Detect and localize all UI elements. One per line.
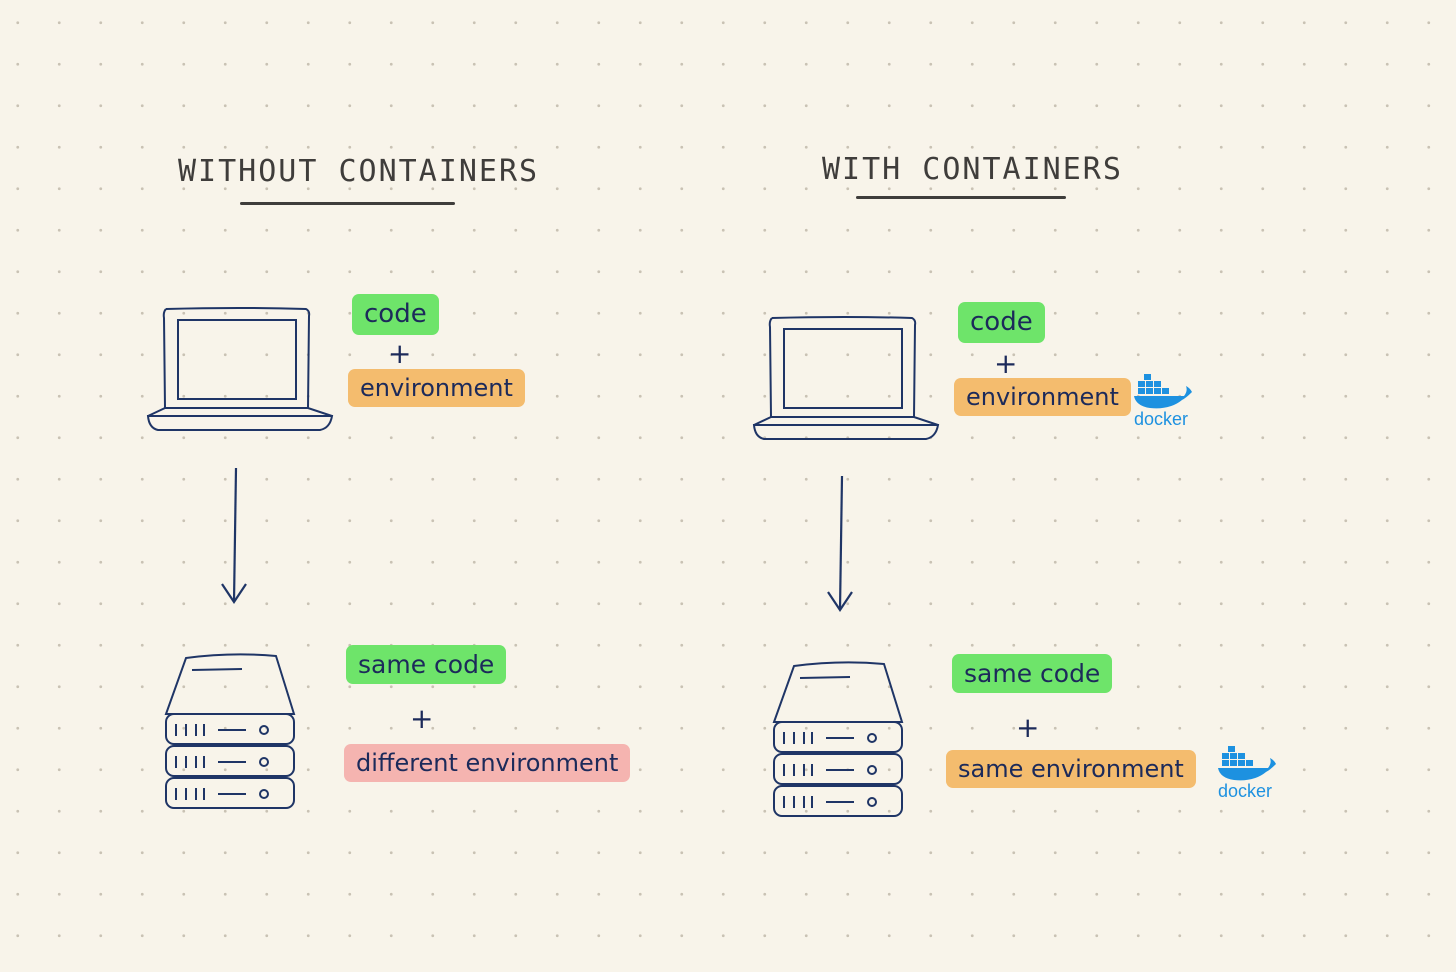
plus-sign: + (994, 347, 1018, 380)
with-containers-underline (856, 196, 1066, 199)
docker-logo-icon: docker (1126, 370, 1196, 430)
code-tag: code (352, 294, 439, 335)
without-containers-underline (240, 202, 455, 205)
same-environment-tag: same environment (946, 750, 1196, 788)
down-arrow-icon (221, 467, 247, 604)
down-arrow-icon (827, 475, 853, 612)
different-environment-tag: different environment (344, 744, 631, 782)
docker-wordmark: docker (1217, 781, 1273, 801)
without-containers-heading: WITHOUT CONTAINERS (178, 154, 540, 189)
server-stack-icon (772, 661, 904, 817)
environment-tag: environment (954, 378, 1131, 416)
code-tag: code (958, 302, 1045, 343)
server-stack-icon (164, 653, 296, 809)
environment-tag: environment (348, 369, 525, 407)
docker-wordmark: docker (1133, 409, 1189, 429)
plus-sign: + (410, 702, 434, 735)
same-code-tag: same code (952, 654, 1113, 694)
docker-logo-icon: docker (1210, 742, 1280, 802)
same-code-tag: same code (346, 645, 507, 685)
plus-sign: + (1016, 711, 1040, 744)
laptop-icon (752, 316, 940, 440)
plus-sign: + (388, 337, 412, 370)
laptop-icon (146, 307, 334, 431)
with-containers-heading: WITH CONTAINERS (822, 152, 1123, 187)
